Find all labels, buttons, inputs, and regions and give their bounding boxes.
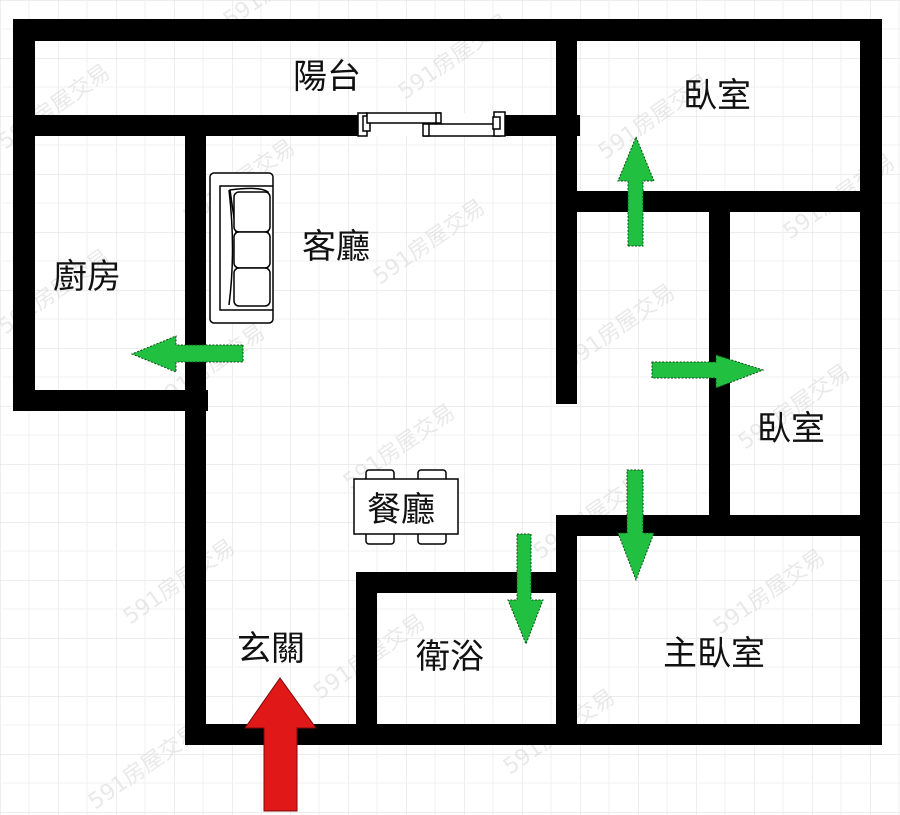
room-label-master-bedroom: 主臥室 <box>663 634 765 674</box>
direction-arrows <box>130 135 765 646</box>
room-label-bedroom1: 臥室 <box>683 76 751 116</box>
room-label-living: 客廳 <box>302 227 370 267</box>
arrow-down-icon <box>507 533 544 646</box>
arrow-up-icon <box>617 135 655 247</box>
entry-arrow-icon <box>244 677 317 812</box>
sliding-window <box>357 111 506 137</box>
room-label-bedroom2: 臥室 <box>757 409 825 449</box>
arrow-right-icon <box>651 354 765 389</box>
arrow-left-icon <box>130 335 244 373</box>
room-labels: 陽台 臥室 廚房 客廳 臥室 餐廳 玄關 衛浴 主臥室 <box>53 57 825 677</box>
sofa-icon <box>209 172 274 324</box>
dining-table-icon <box>353 469 459 545</box>
room-label-bathroom: 衛浴 <box>416 637 484 677</box>
room-label-kitchen: 廚房 <box>53 257 121 297</box>
arrow-down-icon <box>617 469 655 582</box>
room-label-entrance: 玄關 <box>237 629 305 669</box>
room-label-dining: 餐廳 <box>367 490 435 530</box>
room-label-balcony: 陽台 <box>293 57 361 97</box>
walls <box>13 19 882 745</box>
